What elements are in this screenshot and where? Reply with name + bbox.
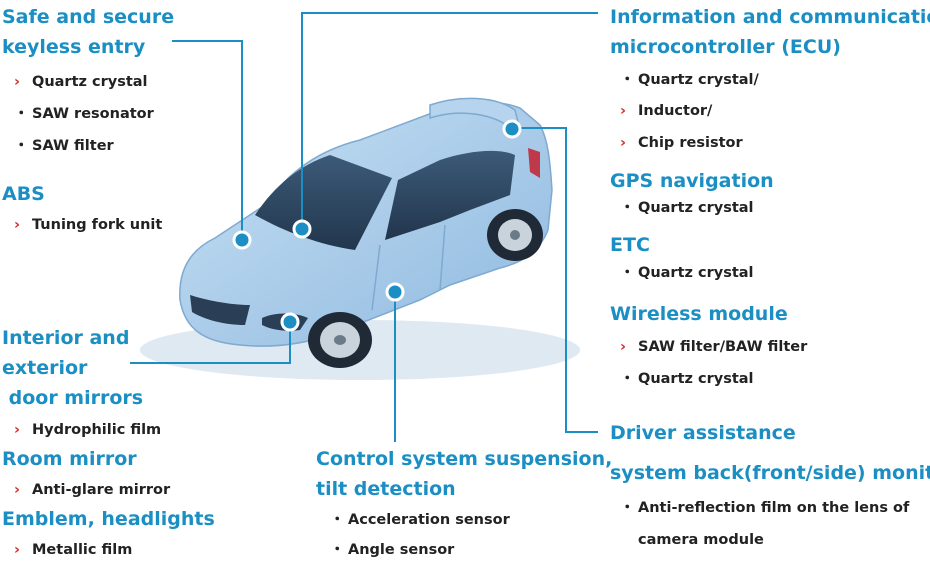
etc-item-1: ・Quartz crystal [620,265,754,281]
bullet-icon: ・ [620,72,635,88]
chevron-icon: › [620,339,626,355]
control-item-1: ・Acceleration sensor [330,512,510,528]
gps-title: GPS navigation [610,170,774,192]
grille [190,295,250,325]
bullet-icon: ・ [620,500,635,516]
room-mirror-item-1: ›Anti-glare mirror [14,482,171,498]
door-lines [371,224,446,311]
mirrors-title-1: Interior and [2,327,130,349]
connector-dots [232,119,522,332]
ecu-title-1: Information and communication [610,6,930,28]
chevron-icon: › [620,103,626,119]
front-wheel [308,312,372,368]
bullet-icon: ・ [14,106,29,122]
control-item-2: ・Angle sensor [330,542,455,558]
chevron-icon: › [14,422,20,438]
wireless-item-2: ・Quartz crystal [620,371,754,387]
bullet-icon: ・ [620,200,635,216]
wireless-title: Wireless module [610,303,788,325]
rear-wheel [487,209,543,261]
control-title-1: Control system suspension, [316,448,613,470]
bullet-icon: ・ [620,265,635,281]
driver-item-1: ・Anti-reflection film on the lens of [620,500,910,516]
ecu-item-1: ・Quartz crystal/ [620,72,759,88]
ecu-title-2: microcontroller (ECU) [610,36,841,58]
etc-title: ETC [610,234,650,256]
abs-title: ABS [2,183,45,205]
chevron-icon: › [14,482,20,498]
chevron-icon: › [14,217,20,233]
keyless-item-1: ›Quartz crystal [14,74,148,90]
bullet-icon: ・ [330,512,345,528]
keyless-title-1: Safe and secure [2,6,175,28]
mirrors-item-1: ›Hydrophilic film [14,422,162,438]
chevron-icon: › [620,135,626,151]
chevron-icon: › [14,542,20,558]
ecu-item-2: ›Inductor/ [620,103,713,119]
keyless-item-3: ・SAW filter [14,138,114,154]
bullet-icon: ・ [620,371,635,387]
driver-title-1: Driver assistance [610,422,796,444]
control-title-2: tilt detection [316,478,456,500]
emblem-item-1: ›Metallic film [14,542,133,558]
ecu-item-3: ›Chip resistor [620,135,743,151]
bullet-icon: ・ [330,542,345,558]
car-windshield [255,155,392,250]
keyless-item-2: ・SAW resonator [14,106,154,122]
mirrors-title-3: door mirrors [2,387,144,409]
room-mirror-title: Room mirror [2,448,137,470]
chevron-icon: › [14,74,20,90]
driver-item-2: camera module [638,532,764,548]
emblem-title: Emblem, headlights [2,508,215,530]
car-side-windows [385,150,515,240]
wireless-item-1: ›SAW filter/BAW filter [620,339,808,355]
connector-lines [130,12,598,442]
abs-item-1: ›Tuning fork unit [14,217,163,233]
driver-title-2: system back(front/side) monitor [610,462,930,484]
tail-light [528,148,540,178]
mirrors-title-2: exterior [2,357,88,379]
gps-item-1: ・Quartz crystal [620,200,754,216]
keyless-title-2: keyless entry [2,36,146,58]
bullet-icon: ・ [14,138,29,154]
